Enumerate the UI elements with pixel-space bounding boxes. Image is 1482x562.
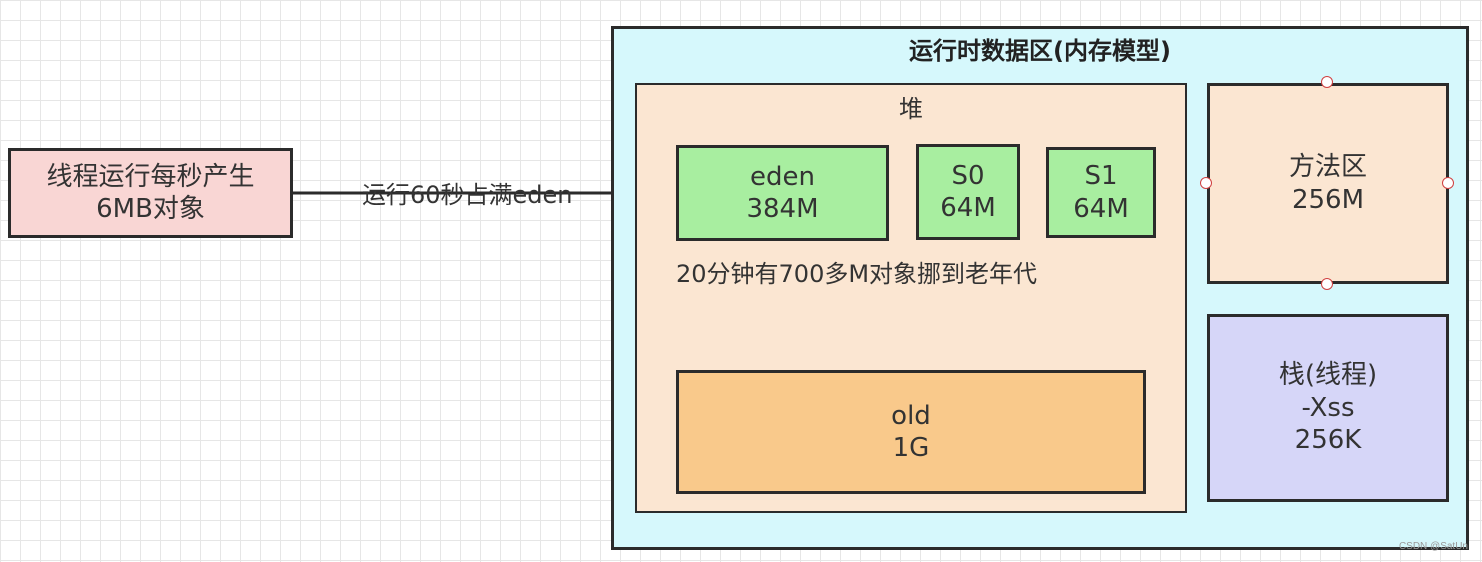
s1-size: 64M [1073, 193, 1129, 224]
s0-name: S0 [951, 160, 985, 191]
eden-name: eden [750, 161, 815, 192]
selection-handle-right[interactable] [1442, 177, 1454, 189]
move-to-old-label: 20分钟有700多M对象挪到老年代 [676, 260, 1038, 288]
selection-handle-left[interactable] [1200, 177, 1212, 189]
s1-box[interactable]: S1 64M [1046, 147, 1156, 238]
arrow-label: 运行60秒占满eden [362, 181, 573, 209]
stack-box[interactable]: 栈(线程) -Xss 256K [1207, 314, 1449, 502]
old-size: 1G [892, 433, 930, 463]
stack-name: 栈(线程) [1278, 360, 1378, 391]
source-line-1: 线程运行每秒产生 [46, 161, 255, 192]
thread-source-box[interactable]: 线程运行每秒产生 6MB对象 [8, 148, 293, 238]
s0-size: 64M [940, 193, 996, 223]
stack-param: -Xss [1301, 392, 1355, 423]
old-gen-box[interactable]: old 1G [676, 370, 1146, 494]
watermark: CSDN @SatUn [1398, 541, 1468, 552]
heap-title: 堆 [899, 95, 923, 123]
method-area-size: 256M [1291, 184, 1365, 215]
s0-box[interactable]: S0 64M [916, 144, 1020, 240]
selection-handle-top[interactable] [1321, 76, 1333, 88]
method-area-name: 方法区 [1288, 152, 1367, 182]
runtime-data-area-title: 运行时数据区(内存模型) [909, 37, 1171, 65]
eden-size: 384M [746, 194, 819, 224]
s1-name: S1 [1084, 161, 1118, 191]
eden-box[interactable]: eden 384M [676, 145, 889, 241]
stack-size: 256K [1294, 425, 1362, 456]
method-area-box[interactable]: 方法区 256M [1207, 83, 1449, 284]
source-line-2: 6MB对象 [96, 194, 205, 224]
selection-handle-bottom[interactable] [1321, 278, 1333, 290]
old-name: old [891, 400, 931, 431]
